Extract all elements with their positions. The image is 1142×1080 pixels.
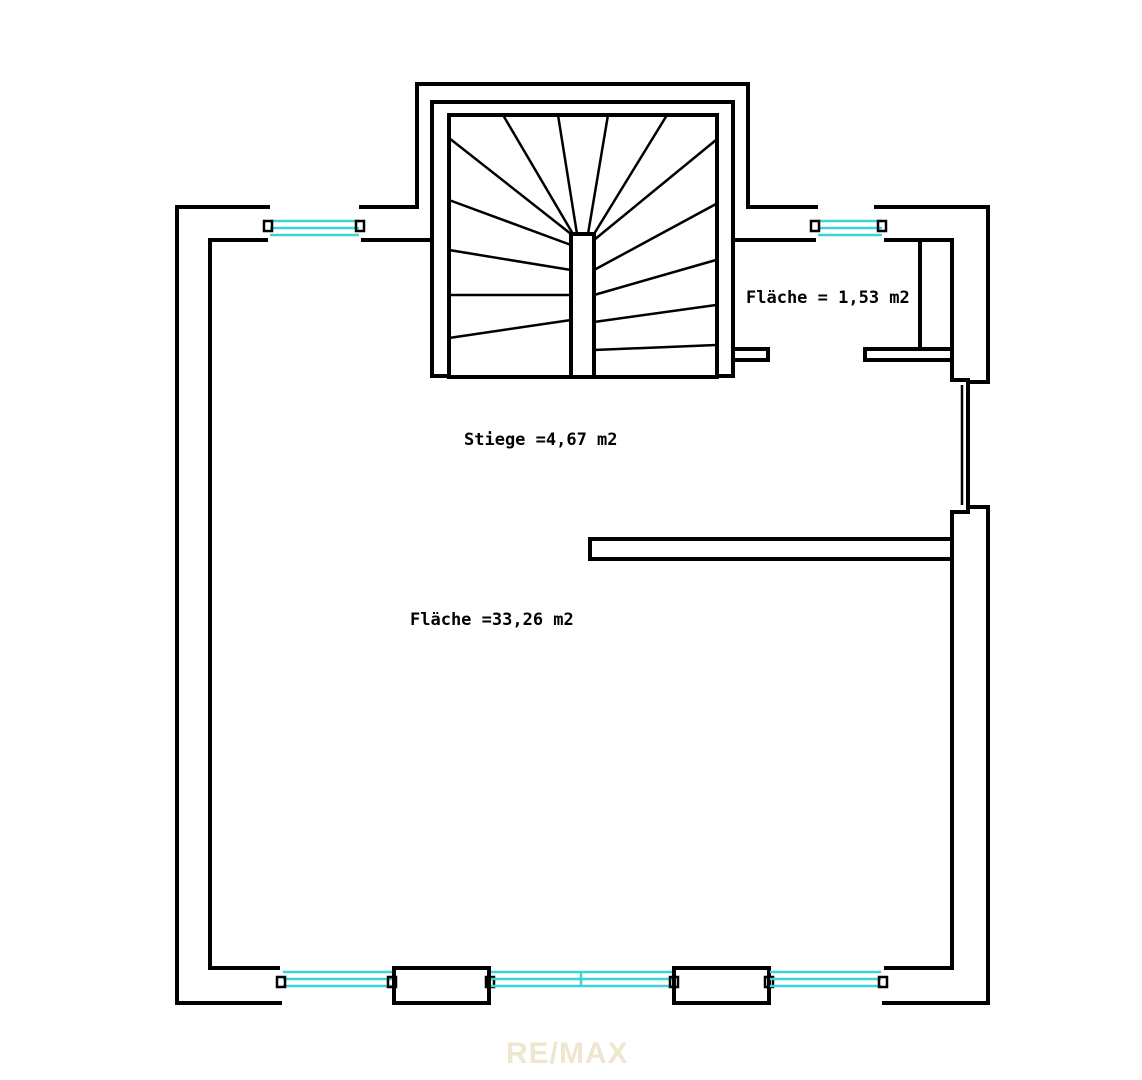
window-pier-2 <box>668 966 775 1005</box>
window-bottom-2 <box>491 970 673 988</box>
label-main-room-area: Fläche =33,26 m2 <box>410 610 574 630</box>
label-small-room-area: Fläche = 1,53 m2 <box>746 288 910 308</box>
window-pier-1 <box>386 966 496 1005</box>
window-bottom-1 <box>275 970 393 989</box>
window-top-left <box>262 219 366 237</box>
label-stair-area: Stiege =4,67 m2 <box>464 430 618 450</box>
window-top-right <box>809 219 888 237</box>
window-bottom-3 <box>770 970 889 989</box>
outer-walls <box>175 82 990 1005</box>
staircase <box>430 113 735 379</box>
small-room-walls <box>588 240 954 561</box>
remax-watermark-logo: RE/MAX <box>506 1037 629 1070</box>
